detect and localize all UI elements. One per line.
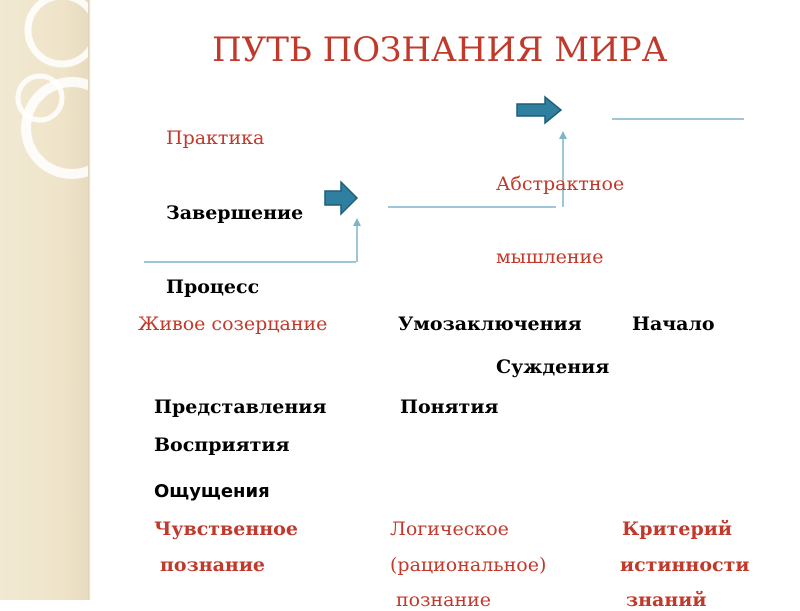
label-perceptions: Восприятия	[154, 434, 290, 456]
label-practice: Практика	[166, 127, 265, 149]
sidebar-edge	[88, 0, 91, 600]
label-logical-2: (рациональное)	[390, 554, 547, 576]
label-inferences: Умозаключения	[398, 313, 582, 335]
label-criterion-2: истинности	[620, 554, 750, 576]
label-criterion-1: Критерий	[622, 518, 732, 540]
sidebar-background	[0, 0, 88, 600]
arrow-right-icon	[324, 180, 359, 216]
riser-left-tip	[353, 218, 361, 226]
ring-3	[15, 73, 65, 123]
label-abstract-thinking-2: мышление	[496, 246, 604, 268]
label-sensory-2: познание	[160, 554, 266, 576]
ring-2	[24, 0, 88, 68]
label-process: Процесс	[166, 276, 260, 298]
label-concepts: Понятия	[400, 396, 499, 418]
decorative-rings	[15, 0, 88, 179]
label-logical-1: Логическое	[390, 518, 509, 540]
label-judgments: Суждения	[496, 356, 610, 378]
label-beginning: Начало	[632, 313, 715, 335]
label-representations: Представления	[154, 396, 327, 418]
label-live-contemplation: Живое созерцание	[138, 313, 328, 335]
arrow-right-icon	[516, 95, 563, 125]
label-sensory-1: Чувственное	[154, 518, 298, 540]
page-title: ПУТЬ ПОЗНАНИЯ МИРА	[212, 30, 668, 70]
label-logical-3: познание	[396, 589, 492, 611]
ring-1	[21, 77, 88, 179]
label-sensations: Ощущения	[154, 481, 270, 502]
label-abstract-thinking-1: Абстрактное	[496, 173, 625, 195]
label-criterion-3: знаний	[626, 589, 707, 611]
label-completion: Завершение	[166, 202, 304, 224]
riser-right-tip	[559, 131, 567, 139]
